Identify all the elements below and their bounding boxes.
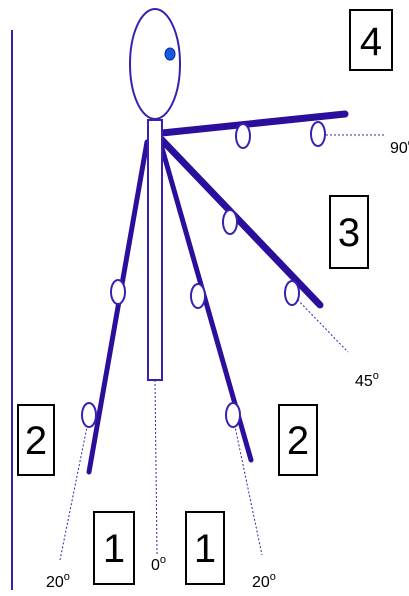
arm-horizontal <box>158 110 349 137</box>
svg-text:2: 2 <box>25 419 47 463</box>
angle-label-90: 90o <box>390 137 409 157</box>
joint-horizontal-arm-2 <box>310 121 326 147</box>
guide-line-20-right <box>232 416 263 556</box>
svg-text:2: 2 <box>287 419 309 463</box>
joint-right-leg-1 <box>190 283 206 309</box>
eye <box>164 47 176 61</box>
svg-text:3: 3 <box>338 211 360 255</box>
arm-diagonal <box>158 136 324 309</box>
head <box>129 8 181 120</box>
box-1-left: 1 <box>93 511 135 585</box>
angle-label-45: 45o <box>355 370 379 390</box>
joint-diagonal-arm-1 <box>222 209 238 235</box>
box-3: 3 <box>329 195 369 269</box>
box-2-left: 2 <box>17 404 55 476</box>
leg-left <box>86 139 150 475</box>
box-2-right: 2 <box>278 404 318 476</box>
box-4: 4 <box>349 9 393 71</box>
guide-line-20-left <box>59 416 90 561</box>
joint-left-leg-1 <box>110 279 126 305</box>
box-1-right: 1 <box>185 511 225 585</box>
svg-text:4: 4 <box>360 20 382 64</box>
joint-left-leg-2 <box>81 402 97 428</box>
svg-text:1: 1 <box>194 527 216 571</box>
angle-label-0: 0o <box>151 554 166 574</box>
joint-horizontal-arm-1 <box>235 123 251 149</box>
angle-label-20-left: 20o <box>46 571 70 591</box>
guide-line-0 <box>154 379 158 556</box>
torso <box>147 119 163 381</box>
guide-line-45 <box>291 293 349 353</box>
svg-text:1: 1 <box>103 527 125 571</box>
joint-right-leg-2 <box>225 402 241 428</box>
angle-label-20-right: 20o <box>252 571 276 591</box>
joint-diagonal-arm-2 <box>284 280 300 306</box>
